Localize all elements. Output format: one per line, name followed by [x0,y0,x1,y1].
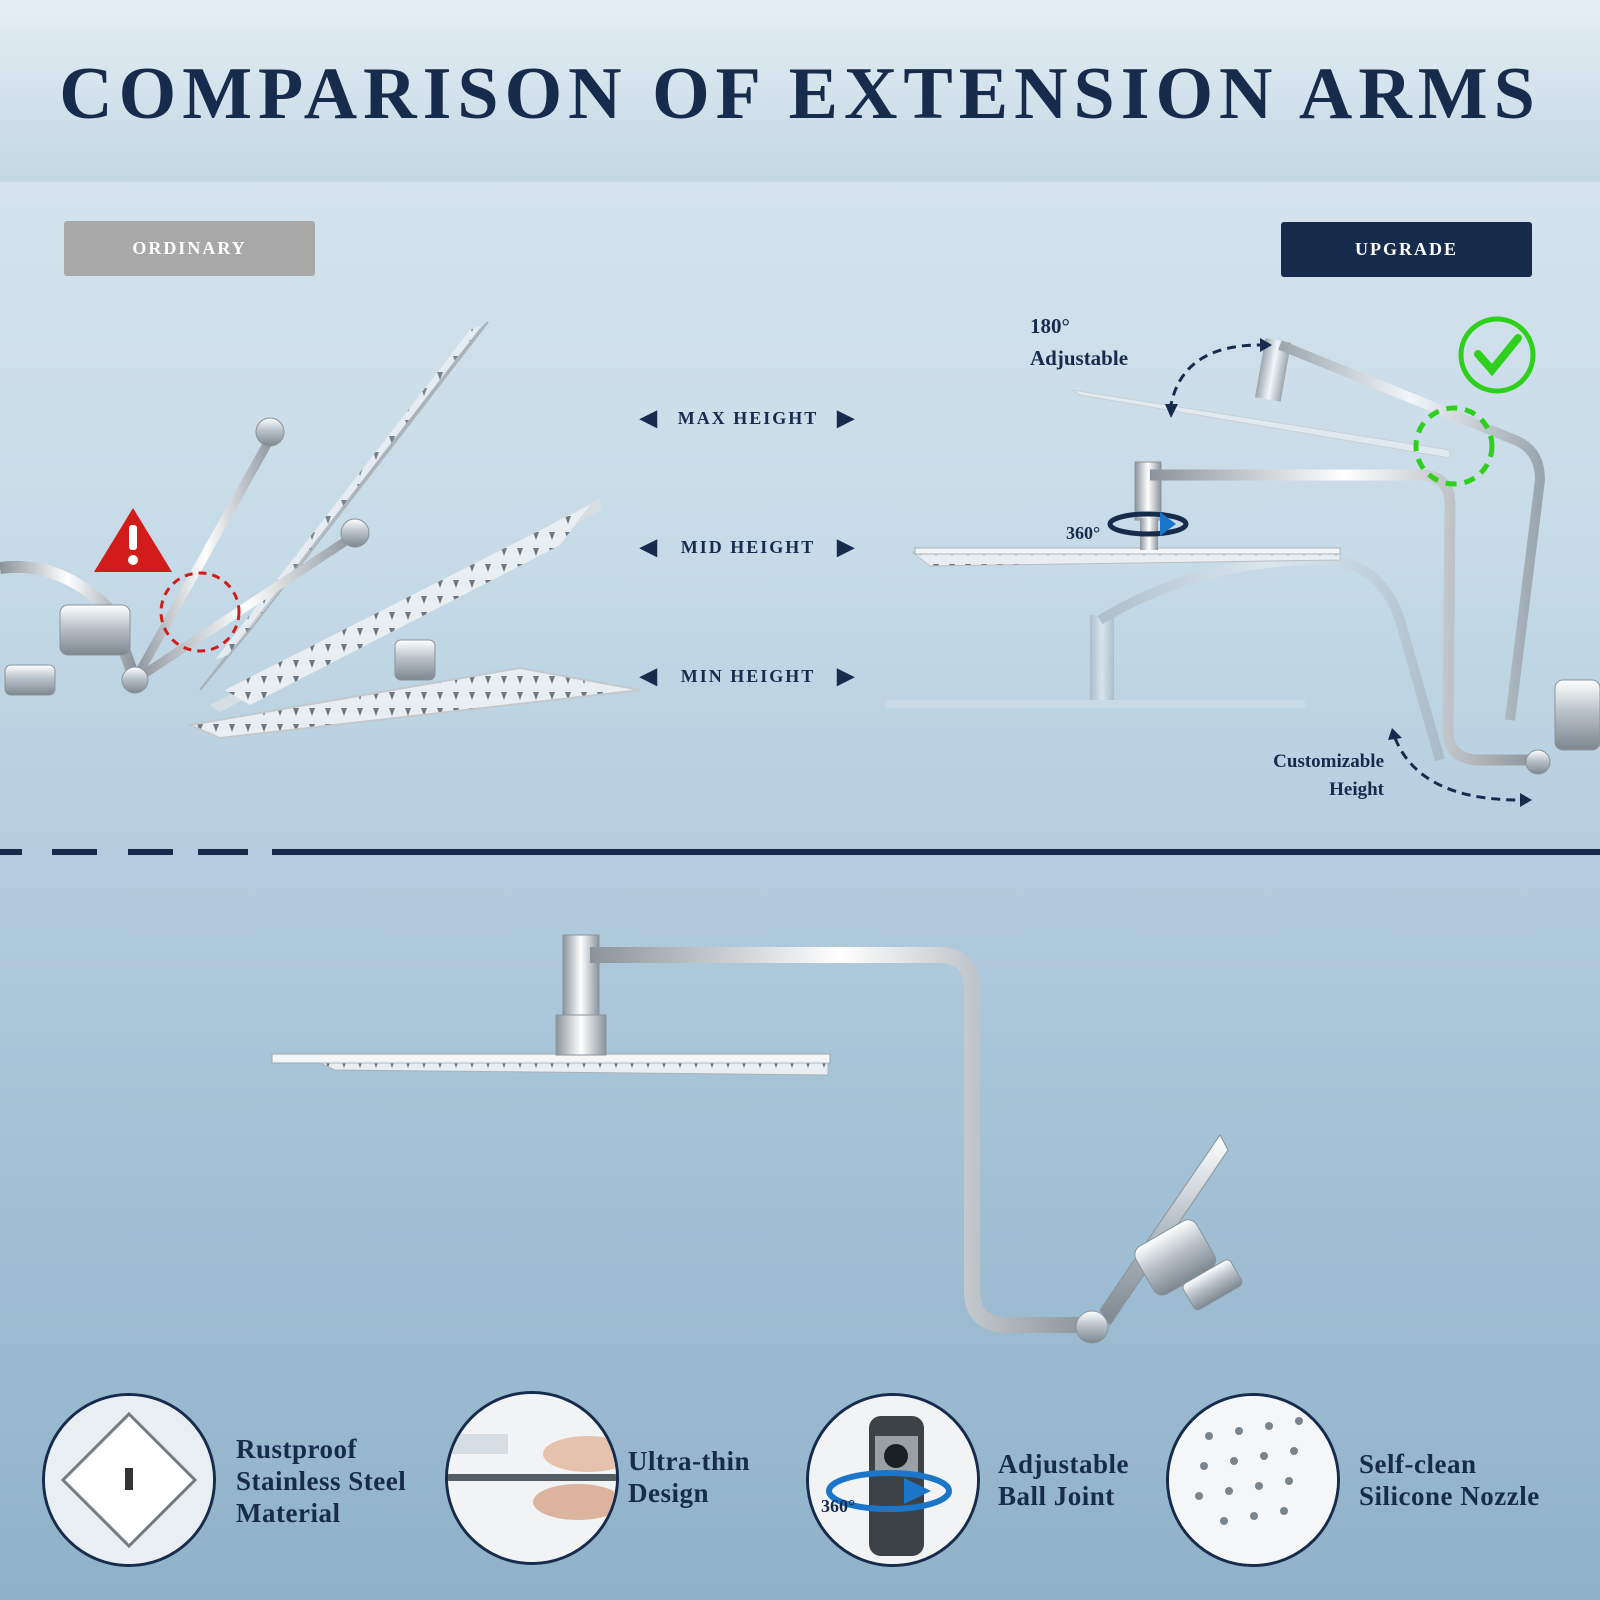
check-circle-icon [1458,316,1536,394]
min-height-label: ◀ MIN HEIGHT ▶ [640,663,856,689]
feature-ultrathin-line2: Design [628,1478,710,1508]
customizable-text: Customizable [1273,751,1384,772]
feature-stainless-line2: Stainless Steel [236,1466,407,1496]
upgrade-shower-ghost-low [885,554,1445,762]
arrowhead-icon [1388,728,1402,740]
rotate-180-arrow-icon [1168,343,1261,411]
feature-balljoint-line1: Adjustable [998,1449,1130,1479]
stainless-steel-plate-icon [45,1396,213,1564]
custom-height-arrow-icon [1393,737,1521,802]
strong-joint-marker [1413,405,1495,487]
upgrade-badge: UPGRADE [1281,222,1532,277]
feature-balljoint-text: Adjustable Ball Joint [998,1448,1129,1512]
adjustable-180-annotation: 180° Adjustable [1030,310,1128,374]
header-band: COMPARISON OF EXTENSION ARMS [0,0,1600,182]
feature-nozzle-circle [1166,1393,1340,1567]
arrowhead-icon [1165,404,1178,418]
adjustable-180-degree: 180° [1030,314,1070,338]
rotate-360-icon [1107,511,1189,537]
ordinary-shower-max [199,321,489,691]
feature-balljoint-circle: 360° [806,1393,980,1567]
left-arrow-icon: ◀ [640,534,659,559]
feature-stainless-line1: Rustproof [236,1434,358,1464]
feature-nozzle-text: Self-clean Silicone Nozzle [1359,1448,1540,1512]
customizable-height-annotation: Customizable Height [1240,748,1384,804]
left-arrow-icon: ◀ [640,405,659,430]
arrowhead-icon [1260,338,1272,352]
rotate-360-label: 360° [1066,523,1101,543]
right-arrow-icon: ▶ [837,663,856,688]
feature-stainless-circle [42,1393,216,1567]
feature-ultrathin-text: Ultra-thin Design [628,1445,750,1509]
feature-balljoint-line2: Ball Joint [998,1481,1115,1511]
left-arrow-icon: ◀ [640,663,659,688]
mid-height-text: MID HEIGHT [680,536,816,557]
feature-nozzle-line2: Silicone Nozzle [1359,1481,1540,1511]
feature-ultrathin-line1: Ultra-thin [628,1446,750,1476]
comparison-illustration [0,316,1600,807]
shower-head-large [271,934,1243,1344]
ordinary-shower-mid [210,498,602,712]
right-arrow-icon: ▶ [837,534,856,559]
arrowhead-icon [1520,793,1532,807]
max-height-label: ◀ MAX HEIGHT ▶ [640,405,856,431]
upgrade-shower-mid [910,461,1600,775]
feature-stainless-text: Rustproof Stainless Steel Material [236,1433,406,1529]
nozzle-grid-icon [1169,1396,1337,1564]
height-text: Height [1329,779,1384,800]
max-height-text: MAX HEIGHT [677,407,819,428]
ordinary-badge: ORDINARY [64,221,315,276]
weak-joint-marker [159,571,241,653]
right-arrow-icon: ▶ [837,405,856,430]
adjustable-180-text: Adjustable [1030,346,1129,370]
section-divider [0,849,1600,855]
feature-ultrathin-circle [445,1391,619,1565]
thin-plate-fingers-icon [448,1394,616,1562]
page-title: COMPARISON OF EXTENSION ARMS [59,53,1541,135]
ball-joint-360-label: 360° [821,1496,856,1516]
feature-nozzle-line1: Self-clean [1359,1449,1477,1479]
ordinary-arms [0,417,436,696]
warning-triangle-icon [94,508,172,572]
feature-stainless-line3: Material [236,1498,341,1528]
min-height-text: MIN HEIGHT [680,665,816,686]
ordinary-shower-min [186,666,641,740]
ball-joint-icon [809,1396,977,1564]
mid-height-label: ◀ MID HEIGHT ▶ [640,534,856,560]
